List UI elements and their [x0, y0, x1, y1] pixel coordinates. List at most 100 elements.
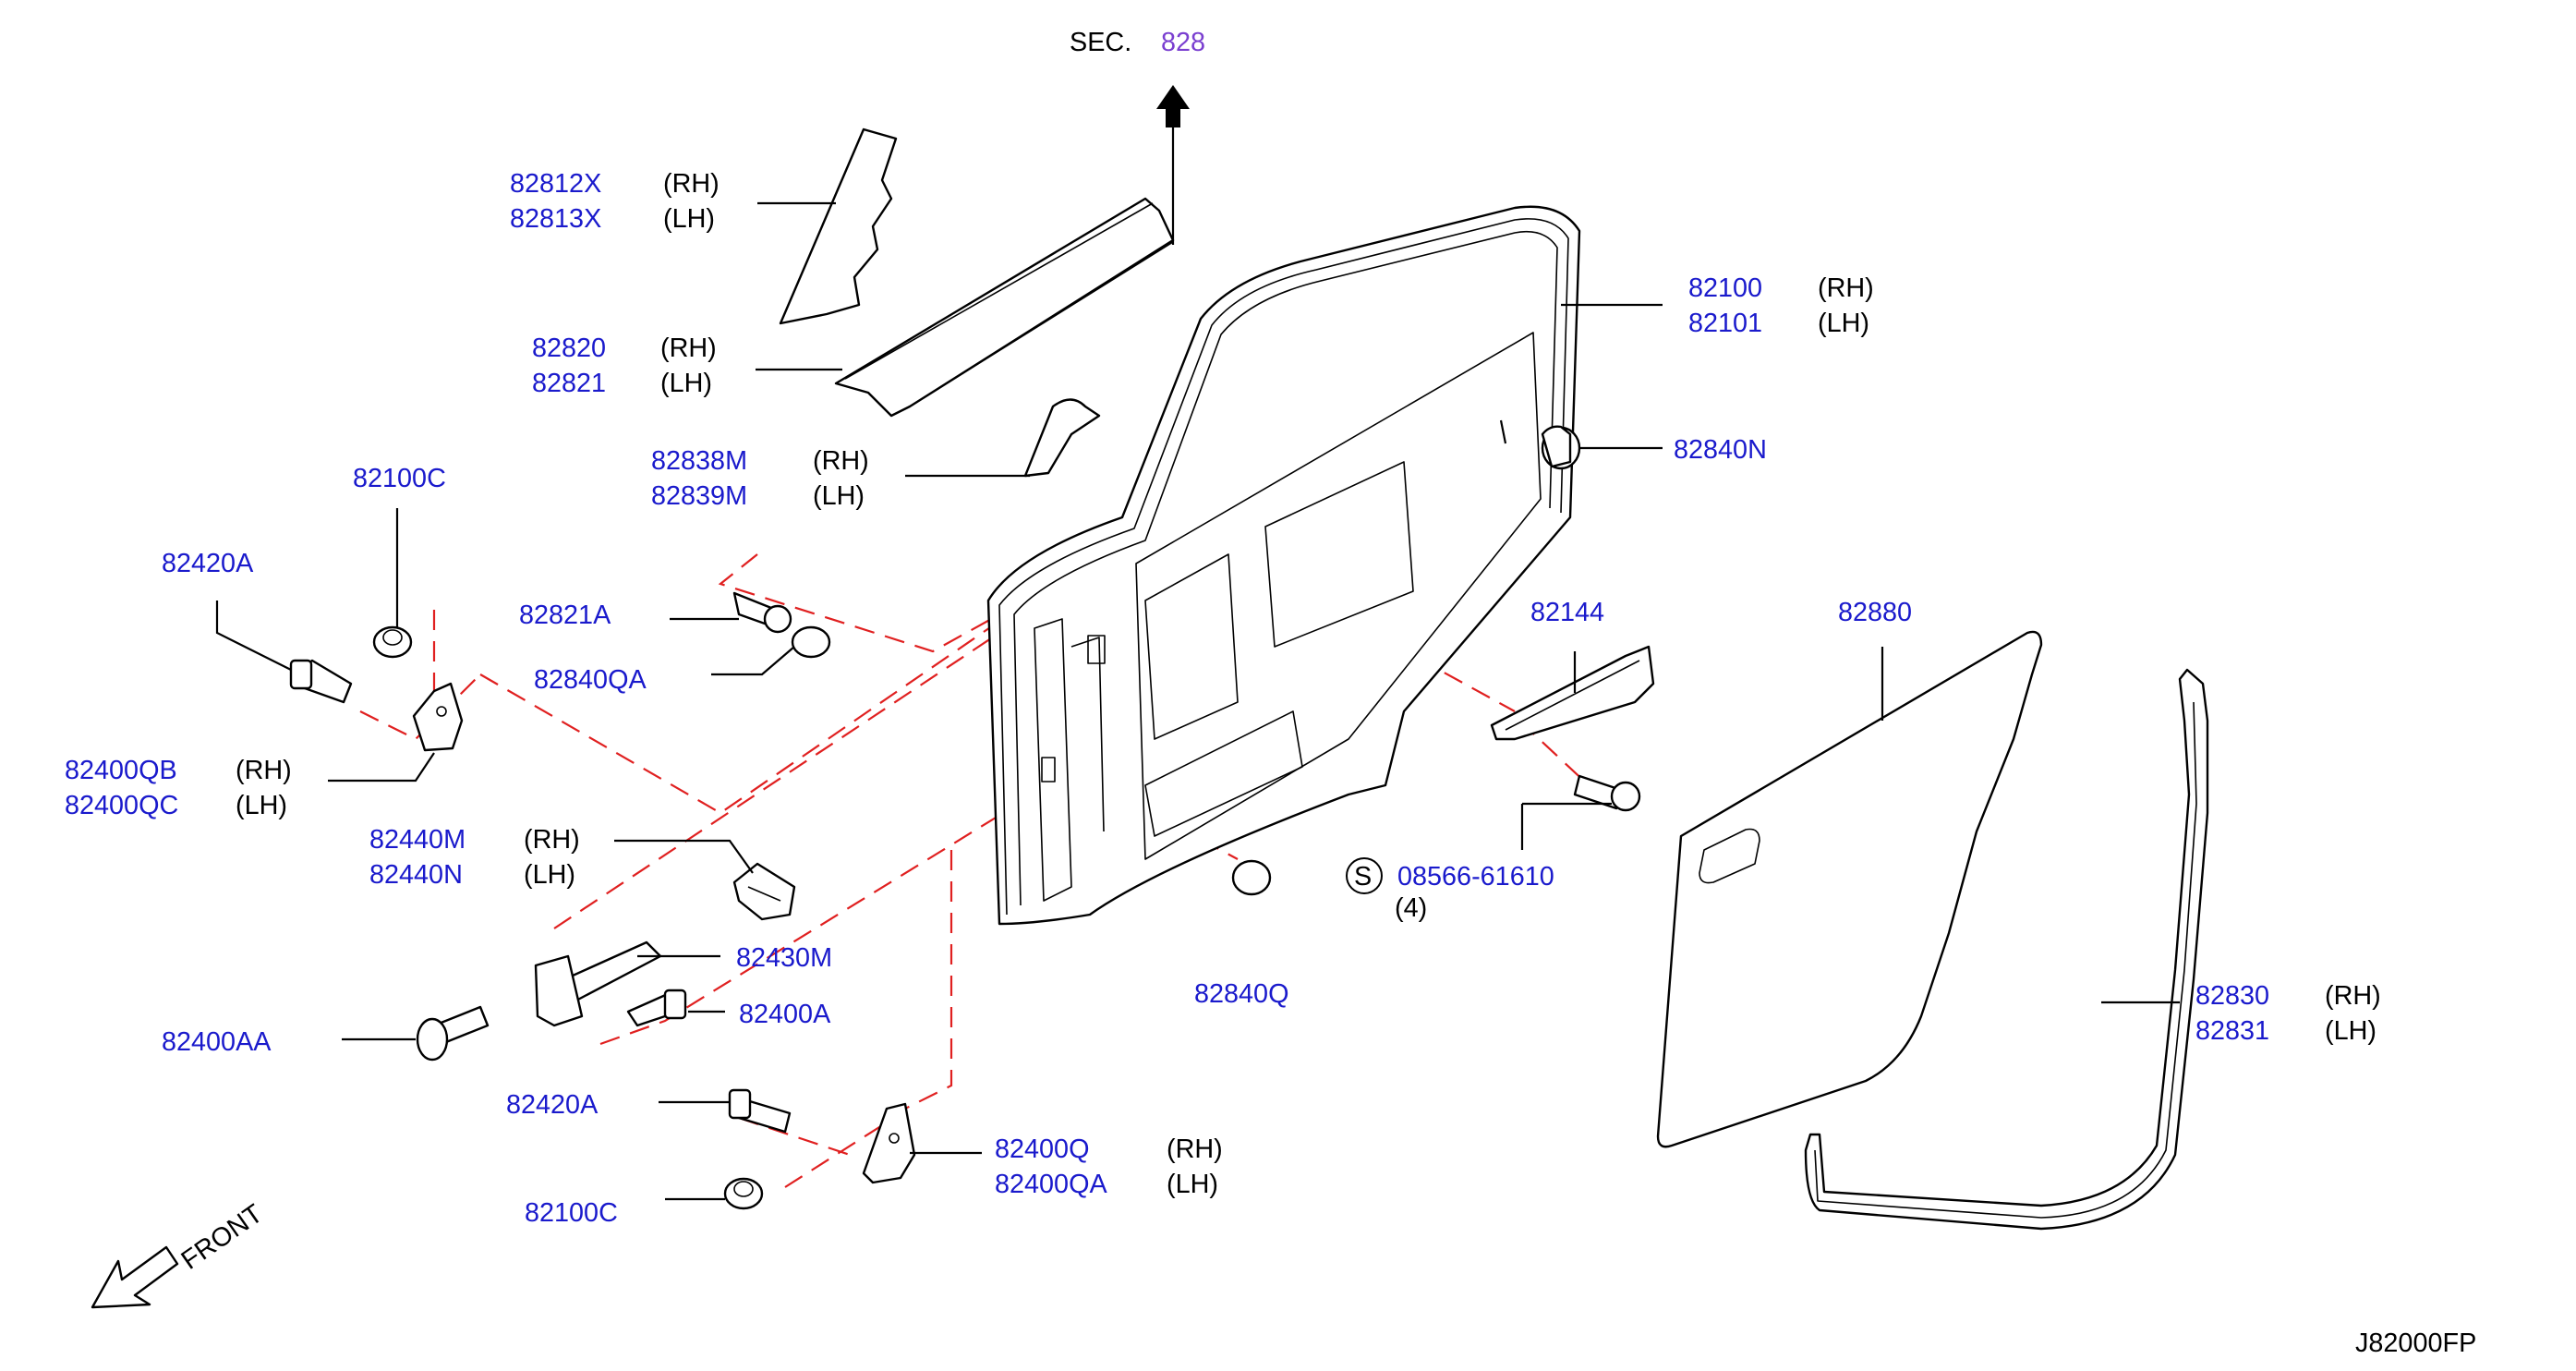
side-label: (LH): [663, 204, 715, 234]
part-number: 82100C: [353, 464, 446, 493]
section-prefix: SEC.: [1070, 28, 1131, 57]
door-check-82440m[interactable]: [732, 862, 796, 921]
belt-weatherstrip[interactable]: [834, 197, 1175, 418]
callout-82820[interactable]: 82820 (RH) 82821 (LH): [532, 334, 717, 398]
callout-82821a[interactable]: 82821A: [519, 601, 611, 630]
front-direction-indicator: FRONT: [91, 1199, 269, 1309]
callout-82420a-top[interactable]: 82420A: [162, 549, 254, 578]
callout-82430m[interactable]: 82430M: [736, 943, 832, 973]
screw-82821a[interactable]: [732, 591, 792, 634]
part-number: 08566-61610: [1397, 862, 1554, 892]
bolt-82400aa[interactable]: [416, 1005, 490, 1062]
bolt-82400a[interactable]: [626, 989, 687, 1027]
nut-82100c-top[interactable]: [372, 625, 413, 659]
bolt-82420a-bottom[interactable]: [728, 1088, 792, 1134]
part-number: 82830: [2195, 981, 2269, 1011]
callout-82100[interactable]: 82100 (RH) 82101 (LH): [1688, 273, 1874, 338]
part-number: 82400A: [739, 1000, 831, 1029]
part-number: 82400QA: [995, 1170, 1107, 1199]
side-label: (LH): [1818, 309, 1869, 338]
callout-08566-61610[interactable]: S 08566-61610 (4): [1346, 857, 1554, 923]
figure-id: J82000FP: [2355, 1329, 2476, 1358]
part-number: 82812X: [510, 169, 601, 199]
callout-82440m[interactable]: 82440M (RH) 82440N (LH): [369, 825, 580, 890]
bracket-82144[interactable]: [1490, 645, 1655, 741]
upper-hinge[interactable]: [412, 682, 464, 752]
part-number: 82400Q: [995, 1134, 1089, 1164]
side-label: (RH): [813, 446, 869, 476]
callout-82420a-bottom[interactable]: 82420A: [506, 1090, 599, 1120]
quantity-label: (4): [1395, 893, 1427, 923]
part-number: 82101: [1688, 309, 1762, 338]
callout-82100c-bottom[interactable]: 82100C: [525, 1198, 618, 1228]
callout-82400qb[interactable]: 82400QB (RH) 82400QC (LH): [65, 756, 292, 820]
side-label: (LH): [2325, 1016, 2376, 1046]
clip-82840n[interactable]: [1541, 425, 1581, 470]
part-number: 82400QB: [65, 756, 177, 785]
standard-part-symbol: S: [1354, 862, 1372, 892]
part-number: 82100: [1688, 273, 1762, 303]
part-number: 82821: [532, 369, 606, 398]
leader-lines: [215, 201, 2180, 1201]
part-number: 82430M: [736, 943, 832, 973]
side-label: (LH): [1167, 1170, 1218, 1199]
part-number: 82840Q: [1194, 979, 1288, 1009]
callout-82838m[interactable]: 82838M (RH) 82839M (LH): [651, 446, 869, 511]
bolt-82420a-top[interactable]: [289, 659, 353, 704]
part-number: 82880: [1838, 598, 1912, 627]
door-weatherstrip[interactable]: [1804, 668, 2209, 1231]
side-label: (RH): [1167, 1134, 1223, 1164]
part-number: 82100C: [525, 1198, 618, 1228]
front-label: FRONT: [176, 1199, 269, 1276]
part-number: 82839M: [651, 481, 747, 511]
side-label: (RH): [663, 169, 720, 199]
callout-82880[interactable]: 82880: [1838, 598, 1912, 627]
part-number: 82838M: [651, 446, 747, 476]
rear-door-shell[interactable]: [986, 205, 1581, 926]
part-number: 82400AA: [162, 1027, 272, 1057]
side-label: (LH): [660, 369, 712, 398]
callout-82100c-top[interactable]: 82100C: [353, 464, 446, 493]
callout-82400aa[interactable]: 82400AA: [162, 1027, 272, 1057]
section-link-828[interactable]: 828: [1161, 28, 1205, 57]
side-label: (RH): [524, 825, 580, 855]
callout-82144[interactable]: 82144: [1530, 598, 1604, 627]
part-number: 82831: [2195, 1016, 2269, 1046]
part-number: 82820: [532, 334, 606, 363]
up-arrow-icon: [1156, 85, 1190, 245]
part-number: 82813X: [510, 204, 601, 234]
callout-82840qa[interactable]: 82840QA: [534, 665, 647, 695]
callout-82840q[interactable]: 82840Q: [1194, 979, 1288, 1009]
side-label: (RH): [236, 756, 292, 785]
side-label: (LH): [813, 481, 865, 511]
plug-82840qa[interactable]: [791, 625, 831, 659]
plug-82840q[interactable]: [1231, 859, 1272, 896]
part-number: 82420A: [506, 1090, 599, 1120]
part-number: 82840QA: [534, 665, 647, 695]
part-number: 82440N: [369, 860, 463, 890]
callout-82830[interactable]: 82830 (RH) 82831 (LH): [2195, 981, 2381, 1046]
side-label: (LH): [236, 791, 287, 820]
side-label: (LH): [524, 860, 575, 890]
standard-part-icon: [1346, 857, 1383, 894]
sash-molding[interactable]: [779, 127, 898, 325]
screw-08566[interactable]: [1573, 774, 1641, 812]
lower-hinge-left[interactable]: [534, 954, 584, 1027]
part-number: 82144: [1530, 598, 1604, 627]
part-number: 82840N: [1674, 435, 1767, 465]
hinge-82400q[interactable]: [862, 1102, 916, 1184]
grommet-82838m[interactable]: [1023, 398, 1101, 478]
part-number: 82440M: [369, 825, 466, 855]
side-label: (RH): [660, 334, 717, 363]
callout-82812x[interactable]: 82812X (RH) 82813X (LH): [510, 169, 720, 234]
part-number: 82821A: [519, 601, 611, 630]
nut-82100c-bottom[interactable]: [723, 1177, 764, 1210]
door-trim-panel[interactable]: [1656, 630, 2043, 1148]
callout-82400q[interactable]: 82400Q (RH) 82400QA (LH): [995, 1134, 1223, 1199]
callout-82840n[interactable]: 82840N: [1674, 435, 1767, 465]
part-number: 82420A: [162, 549, 254, 578]
side-label: (RH): [2325, 981, 2381, 1011]
callout-82400a[interactable]: 82400A: [739, 1000, 831, 1029]
side-label: (RH): [1818, 273, 1874, 303]
